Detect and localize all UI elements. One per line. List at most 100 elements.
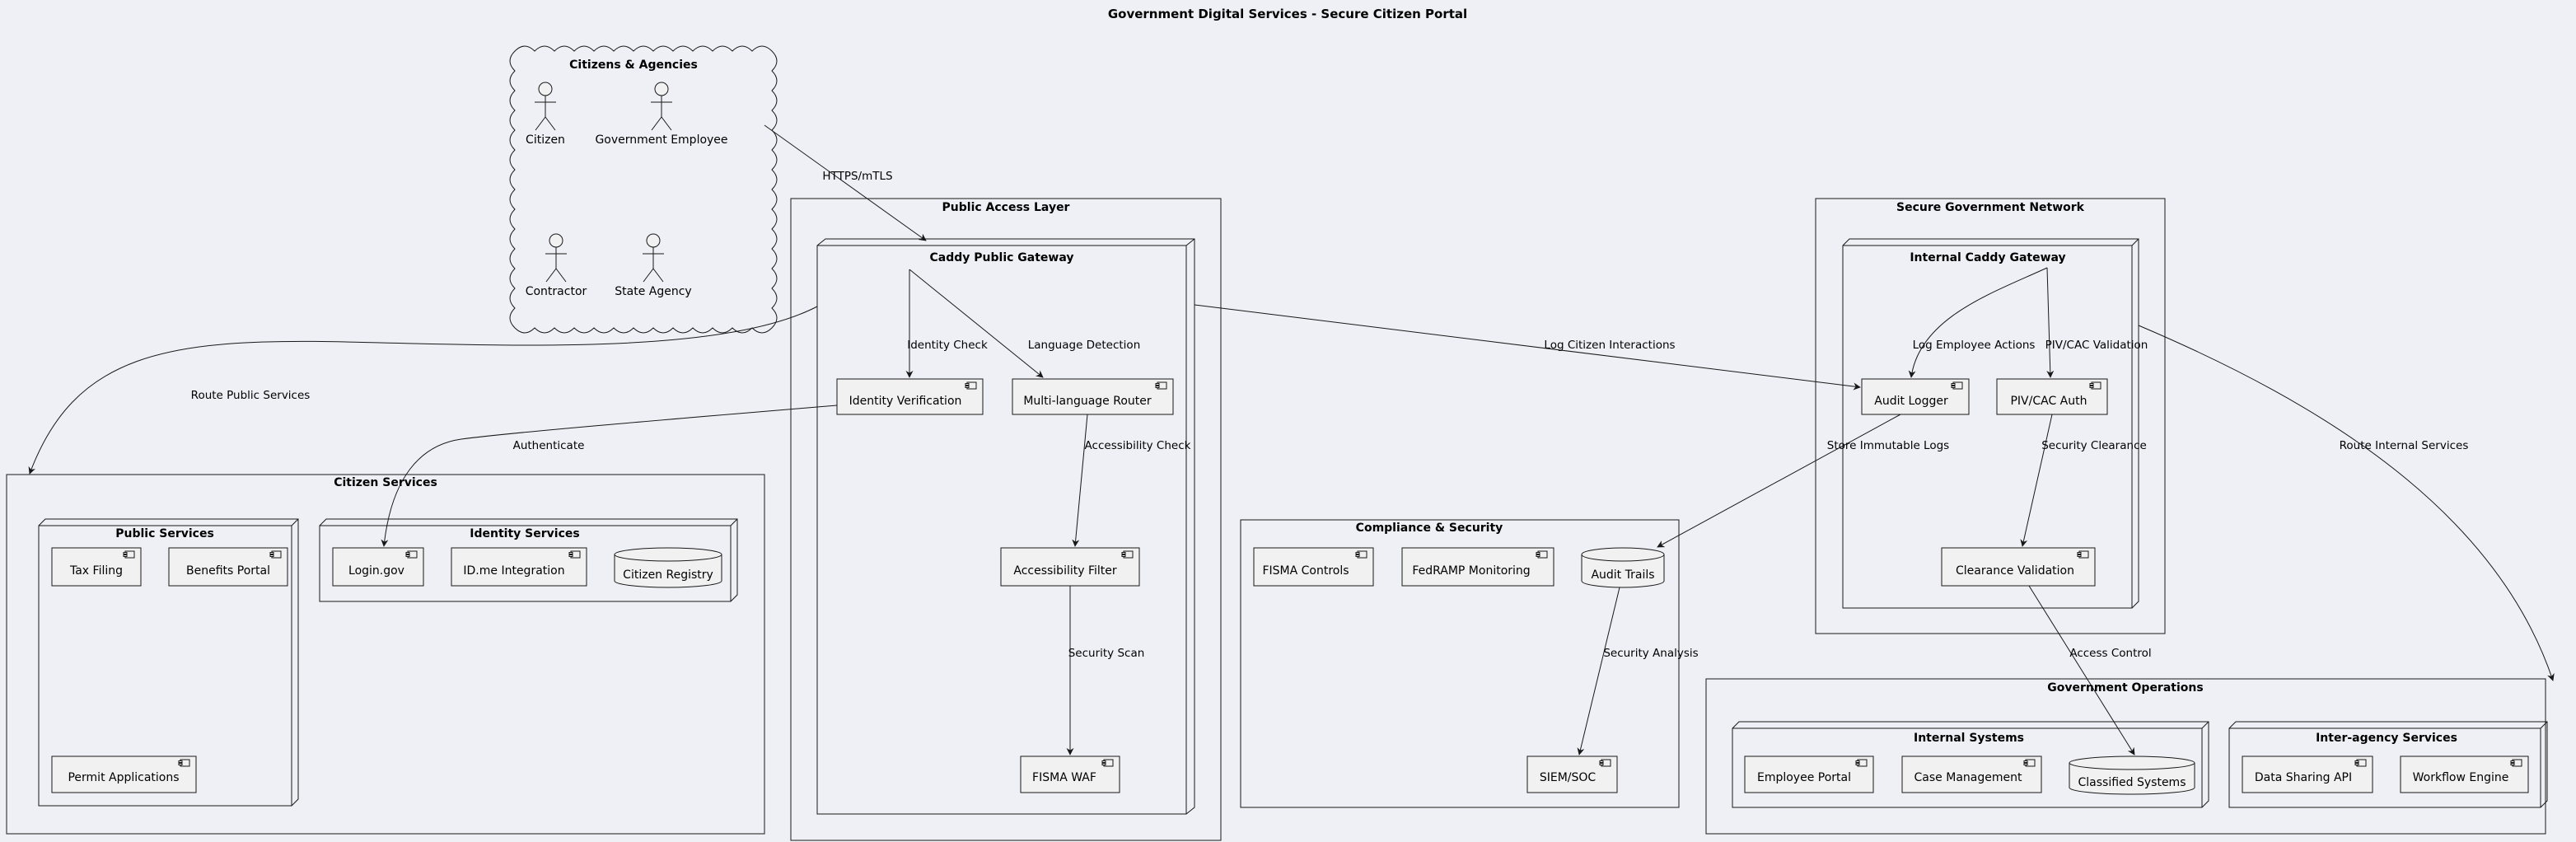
- edge-authenticate-label: Authenticate: [513, 439, 585, 452]
- public-services-title: Public Services: [115, 527, 214, 540]
- cloud-citizens-agencies: Citizens & Agencies Citizen Government E…: [509, 45, 778, 334]
- gov-operations-frame: [1705, 678, 2546, 835]
- identity-verification-label: Identity Verification: [849, 395, 962, 408]
- piv-cac-auth-label: PIV/CAC Auth: [2010, 395, 2087, 408]
- component-audit-logger[interactable]: Audit Logger: [1861, 378, 1970, 415]
- edge-accessibility-check-label: Accessibility Check: [1085, 439, 1191, 452]
- package-government-operations: Government Operations Internal Systems E…: [1705, 678, 2548, 835]
- component-accessibility-filter[interactable]: Accessibility Filter: [1000, 547, 1140, 587]
- package-public-access-layer: Public Access Layer Caddy Public Gateway…: [790, 198, 1222, 841]
- clearance-validation-label: Clearance Validation: [1956, 564, 2074, 578]
- edge-security-analysis: [1577, 587, 1620, 755]
- node-caddy-public-gateway: Caddy Public Gateway: [816, 238, 1195, 815]
- actor-state-agency-icon: [643, 233, 664, 283]
- edge-security-scan-label: Security Scan: [1068, 647, 1145, 660]
- node-identity-services: Identity Services: [319, 518, 738, 602]
- component-fisma-waf[interactable]: FISMA WAF: [1020, 755, 1120, 793]
- component-fisma-controls[interactable]: FISMA Controls: [1253, 547, 1374, 587]
- component-employee-portal[interactable]: Employee Portal: [1744, 755, 1874, 793]
- component-siem-soc[interactable]: SIEM/SOC: [1526, 755, 1618, 793]
- fisma-waf-label: FISMA WAF: [1032, 771, 1096, 784]
- actor-citizen-icon: [535, 82, 556, 131]
- actor-contractor-icon: [545, 233, 567, 283]
- edge-security-analysis-label: Security Analysis: [1603, 647, 1698, 660]
- component-idme-integration[interactable]: ID.me Integration: [451, 547, 587, 587]
- component-login-gov[interactable]: Login.gov: [332, 547, 424, 587]
- edge-route-public-label: Route Public Services: [191, 389, 311, 402]
- siem-soc-label: SIEM/SOC: [1540, 771, 1597, 784]
- component-data-sharing-api[interactable]: Data Sharing API: [2242, 755, 2373, 793]
- compliance-title: Compliance & Security: [1356, 522, 1503, 535]
- actor-government-employee-icon: [651, 82, 672, 131]
- edge-store-logs: [1657, 414, 1901, 548]
- public-access-title: Public Access Layer: [942, 201, 1070, 214]
- component-clearance-validation[interactable]: Clearance Validation: [1941, 547, 2096, 587]
- citizen-registry-label: Citizen Registry: [623, 568, 713, 582]
- edge-https: [764, 124, 927, 241]
- actor-contractor-label: Contractor: [526, 285, 587, 298]
- node-public-services: Public Services: [38, 518, 299, 807]
- edge-store-logs-label: Store Immutable Logs: [1827, 439, 1949, 452]
- package-secure-government-network: Secure Government Network Internal Caddy…: [1815, 198, 2166, 634]
- idme-integration-label: ID.me Integration: [463, 564, 564, 578]
- edge-authenticate: [381, 405, 838, 547]
- public-access-frame: [790, 198, 1222, 841]
- gov-operations-title: Government Operations: [2047, 681, 2203, 695]
- internal-systems-title: Internal Systems: [1914, 732, 2024, 745]
- database-classified-systems[interactable]: Classified Systems: [2069, 755, 2195, 795]
- edge-piv-validation: [2046, 267, 2055, 378]
- component-case-management[interactable]: Case Management: [1901, 755, 2042, 793]
- component-piv-cac-auth[interactable]: PIV/CAC Auth: [1996, 378, 2108, 415]
- compliance-frame: [1240, 519, 1680, 808]
- package-compliance-security: Compliance & Security FISMA Controls Fed…: [1240, 519, 1680, 808]
- employee-portal-label: Employee Portal: [1757, 771, 1851, 784]
- edge-https-label: HTTPS/mTLS: [822, 170, 892, 183]
- node-internal-systems: Internal Systems: [1732, 721, 2209, 808]
- edge-route-public: [28, 306, 818, 475]
- component-workflow-engine[interactable]: Workflow Engine: [2400, 755, 2529, 793]
- database-audit-trails[interactable]: Audit Trails: [1581, 547, 1665, 588]
- tax-filing-label: Tax Filing: [69, 564, 123, 578]
- component-multilang-router[interactable]: Multi-language Router: [1012, 378, 1174, 415]
- citizen-services-title: Citizen Services: [334, 476, 437, 489]
- citizen-services-frame: [6, 474, 765, 835]
- node-internal-caddy-gateway: Internal Caddy Gateway: [1842, 238, 2139, 609]
- edge-accessibility-check: [1072, 414, 1088, 547]
- cloud-outline: [509, 45, 778, 334]
- edge-log-citizen: [1194, 304, 1861, 391]
- edge-route-internal-label: Route Internal Services: [2340, 439, 2469, 452]
- component-fedramp-monitoring[interactable]: FedRAMP Monitoring: [1401, 547, 1554, 587]
- edge-route-internal: [2138, 325, 2555, 681]
- classified-systems-label: Classified Systems: [2078, 776, 2186, 789]
- fedramp-monitoring-label: FedRAMP Monitoring: [1412, 564, 1530, 578]
- cloud-title: Citizens & Agencies: [569, 58, 698, 72]
- edge-identity-check-label: Identity Check: [907, 339, 988, 352]
- identity-services-title: Identity Services: [470, 527, 579, 540]
- diagram-title: Government Digital Services - Secure Cit…: [1108, 7, 1467, 21]
- caddy-public-gateway-title: Caddy Public Gateway: [930, 251, 1074, 264]
- audit-logger-label: Audit Logger: [1874, 395, 1948, 408]
- edge-access-control: [2028, 585, 2135, 755]
- database-citizen-registry[interactable]: Citizen Registry: [614, 547, 722, 588]
- component-tax-filing[interactable]: Tax Filing: [51, 547, 142, 587]
- audit-trails-label: Audit Trails: [1591, 568, 1654, 582]
- benefits-portal-label: Benefits Portal: [186, 564, 270, 578]
- edge-security-clearance: [2020, 414, 2053, 547]
- edge-log-citizen-label: Log Citizen Interactions: [1544, 339, 1675, 352]
- package-citizen-services: Citizen Services Public Services Tax Fil…: [6, 474, 765, 835]
- edge-piv-validation-label: PIV/CAC Validation: [2045, 339, 2148, 352]
- case-management-label: Case Management: [1914, 771, 2022, 784]
- actor-state-agency-label: State Agency: [615, 285, 691, 298]
- actor-government-employee-label: Government Employee: [595, 133, 727, 147]
- component-identity-verification[interactable]: Identity Verification: [836, 378, 984, 415]
- component-benefits-portal[interactable]: Benefits Portal: [168, 547, 288, 587]
- data-sharing-api-label: Data Sharing API: [2255, 771, 2352, 784]
- interagency-title: Inter-agency Services: [2316, 732, 2457, 745]
- edge-log-employee: [1908, 267, 2048, 378]
- login-gov-label: Login.gov: [348, 564, 404, 578]
- secure-network-title: Secure Government Network: [1896, 201, 2085, 214]
- actor-citizen-label: Citizen: [526, 133, 565, 147]
- edge-log-employee-label: Log Employee Actions: [1913, 339, 2036, 352]
- component-permit-applications[interactable]: Permit Applications: [51, 755, 197, 793]
